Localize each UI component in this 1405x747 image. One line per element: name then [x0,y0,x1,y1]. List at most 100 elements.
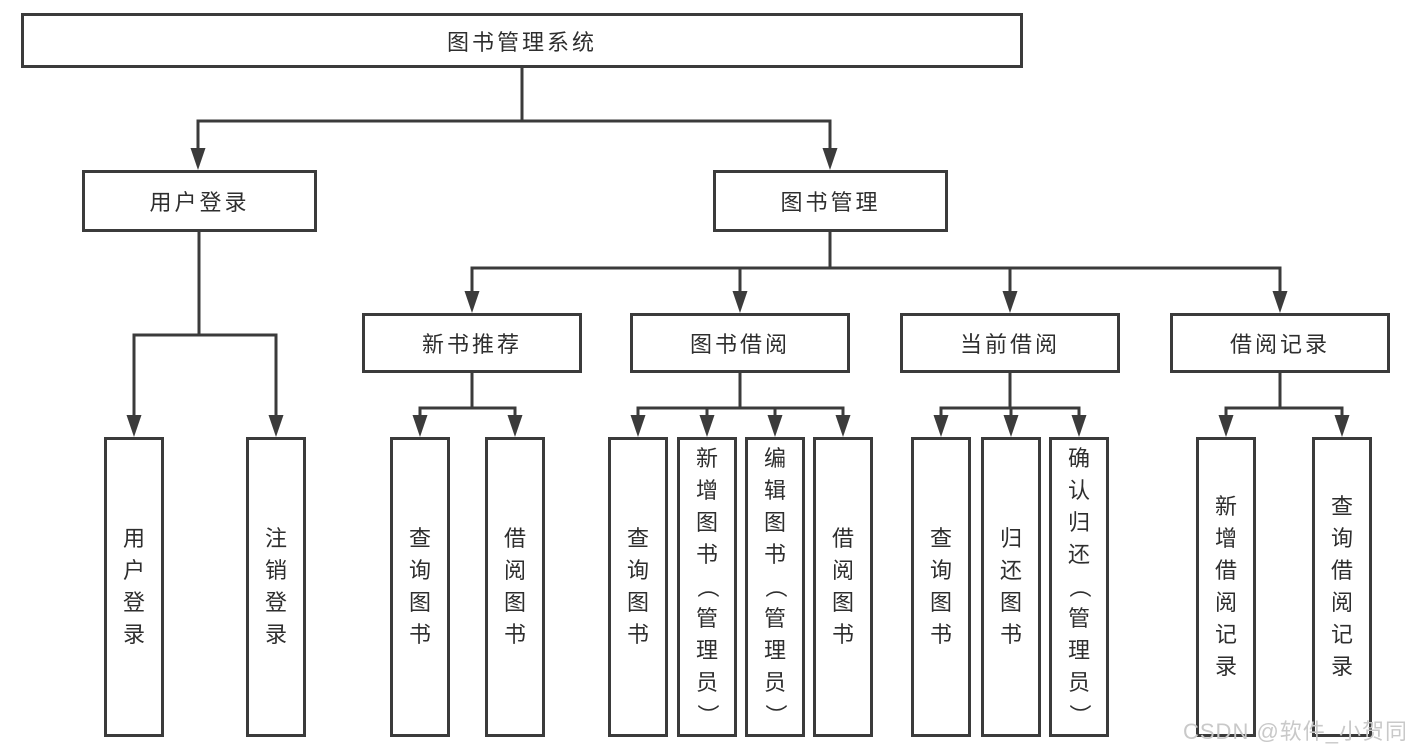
vertical-char: 询 [1330,526,1353,551]
vertical-char: 用 [122,526,145,551]
vertical-char: 阅 [831,558,854,583]
vertical-char: 查 [626,526,649,551]
vertical-char: 询 [626,558,649,583]
vertical-char: 还 [999,558,1022,583]
leaf-borrow-borrow-books: 借阅图书 [813,437,873,737]
vertical-char: 认 [1067,478,1090,503]
vertical-char: 新 [1214,494,1237,519]
arrow-down-icon [1334,415,1350,437]
vertical-char: 图 [763,510,786,535]
vertical-char: 书 [763,542,786,567]
vertical-char: （ [762,575,788,599]
arrow-down-icon [933,415,949,437]
vertical-char: 书 [831,622,854,647]
arrow-down-icon [732,291,748,313]
vertical-char: 录 [122,622,145,647]
vertical-char: 图 [831,590,854,615]
vertical-char: 记 [1330,622,1353,647]
vertical-char: 图 [999,590,1022,615]
arrow-down-icon [268,415,284,437]
vertical-char: 询 [929,558,952,583]
vertical-char: 书 [929,622,952,647]
node-book-management: 图书管理 [713,170,948,232]
vertical-char: 管 [763,606,786,631]
vertical-char: 销 [264,558,287,583]
node-book-borrow: 图书借阅 [630,313,850,373]
vertical-char: ） [694,703,720,727]
leaf-current-confirm-return-admin: 确认归还（管理员） [1049,437,1109,737]
vertical-char: 录 [1330,654,1353,679]
vertical-char: 确 [1067,446,1090,471]
vertical-char: 增 [695,478,718,503]
vertical-char: 借 [1330,558,1353,583]
vertical-char: ） [762,703,788,727]
vertical-char: （ [694,575,720,599]
vertical-char: 新 [695,446,718,471]
vertical-char: 理 [695,638,718,663]
arrow-down-icon [1003,415,1019,437]
vertical-char: 图 [626,590,649,615]
node-borrow-records: 借阅记录 [1170,313,1390,373]
leaf-newbook-borrow-books: 借阅图书 [485,437,545,737]
vertical-char: 员 [763,670,786,695]
vertical-char: 书 [695,542,718,567]
vertical-char: 员 [1067,670,1090,695]
vertical-char: 登 [122,590,145,615]
leaf-logout-login: 注销登录 [246,437,306,737]
arrow-down-icon [767,415,783,437]
vertical-char: 图 [929,590,952,615]
vertical-char: 书 [626,622,649,647]
vertical-char: 理 [1067,638,1090,663]
arrow-down-icon [630,415,646,437]
vertical-char: 借 [503,526,526,551]
leaf-newbook-query-books: 查询图书 [390,437,450,737]
arrow-down-icon [1218,415,1234,437]
vertical-char: 编 [763,446,786,471]
arrow-down-icon [699,415,715,437]
arrow-down-icon [835,415,851,437]
leaf-records-query-record: 查询借阅记录 [1312,437,1372,737]
vertical-char: 图 [695,510,718,535]
vertical-char: 理 [763,638,786,663]
vertical-char: 借 [831,526,854,551]
vertical-char: 注 [264,526,287,551]
vertical-char: 图 [408,590,431,615]
leaf-current-query-books: 查询图书 [911,437,971,737]
vertical-char: 阅 [503,558,526,583]
vertical-char: 录 [1214,654,1237,679]
vertical-char: 借 [1214,558,1237,583]
vertical-char: 阅 [1330,590,1353,615]
vertical-char: 记 [1214,622,1237,647]
arrow-down-icon [507,415,523,437]
leaf-current-return-books: 归还图书 [981,437,1041,737]
vertical-char: 查 [1330,494,1353,519]
arrow-down-icon [412,415,428,437]
node-new-book-recommend: 新书推荐 [362,313,582,373]
vertical-char: 录 [264,622,287,647]
leaf-borrow-add-books-admin: 新增图书（管理员） [677,437,737,737]
vertical-char: 辑 [763,478,786,503]
node-root: 图书管理系统 [21,13,1023,68]
vertical-char: 增 [1214,526,1237,551]
leaf-borrow-query-books: 查询图书 [608,437,668,737]
vertical-char: 管 [1067,606,1090,631]
node-current-borrow: 当前借阅 [900,313,1120,373]
vertical-char: 查 [929,526,952,551]
vertical-char: 书 [408,622,431,647]
vertical-char: 还 [1067,542,1090,567]
vertical-char: 归 [999,526,1022,551]
arrow-down-icon [464,291,480,313]
vertical-char: 书 [999,622,1022,647]
arrow-down-icon [126,415,142,437]
vertical-char: 图 [503,590,526,615]
leaf-user-login: 用户登录 [104,437,164,737]
vertical-char: 归 [1067,510,1090,535]
arrow-down-icon [822,148,838,170]
vertical-char: 管 [695,606,718,631]
arrow-down-icon [190,148,206,170]
vertical-char: ） [1066,703,1092,727]
vertical-char: 询 [408,558,431,583]
arrow-down-icon [1002,291,1018,313]
